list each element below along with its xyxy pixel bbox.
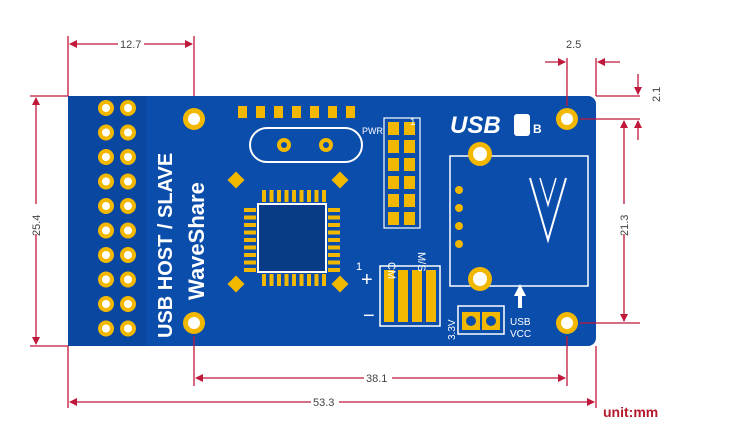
mode-jumpers xyxy=(379,265,441,327)
crystal-oscillator xyxy=(249,127,363,163)
dimension-labels: 12.7 25.4 2.5 2.1 21.3 38.1 53.3 xyxy=(30,38,663,409)
minus-label: − xyxy=(363,305,375,327)
usb-logo-badge: B xyxy=(533,122,542,136)
dim-board-height: 25.4 xyxy=(31,215,43,236)
usb-logo: USB B xyxy=(450,112,542,139)
dim-hole-offset-y: 2.1 xyxy=(651,87,663,102)
dim-board-width: 53.3 xyxy=(313,397,334,409)
jumper-pad-array xyxy=(383,117,421,229)
top-pads xyxy=(238,106,355,118)
pin-header xyxy=(98,100,136,337)
ms-label: M/S xyxy=(415,252,427,272)
cm-label: CM xyxy=(385,262,397,279)
plus-label: + xyxy=(361,269,373,291)
board-brand: WaveShare xyxy=(184,182,209,300)
pin1-label: 1 xyxy=(410,117,416,128)
board-title: USB HOST / SLAVE xyxy=(155,153,177,338)
usb-logo-text: USB xyxy=(450,112,501,139)
vcc-label: VCC xyxy=(510,329,531,340)
dim-hole-spacing-v: 21.3 xyxy=(619,215,631,236)
ic-footprint xyxy=(227,171,349,293)
usb-label: USB xyxy=(510,317,531,328)
pcb-board: USB B PWR 1 1 + − CM M/S 3.3V USB VCC US… xyxy=(68,96,596,346)
v33-label: 3.3V xyxy=(447,319,458,340)
power-select-jumper xyxy=(457,284,526,335)
pwr-label: PWR xyxy=(362,126,383,136)
dim-header-width: 12.7 xyxy=(120,39,141,51)
dim-hole-spacing-h: 38.1 xyxy=(366,373,387,385)
unit-label: unit:mm xyxy=(603,404,659,420)
usb-connector xyxy=(449,142,589,291)
dim-hole-offset-x: 2.5 xyxy=(566,39,581,51)
cm-pin1-label: 1 xyxy=(356,261,362,273)
